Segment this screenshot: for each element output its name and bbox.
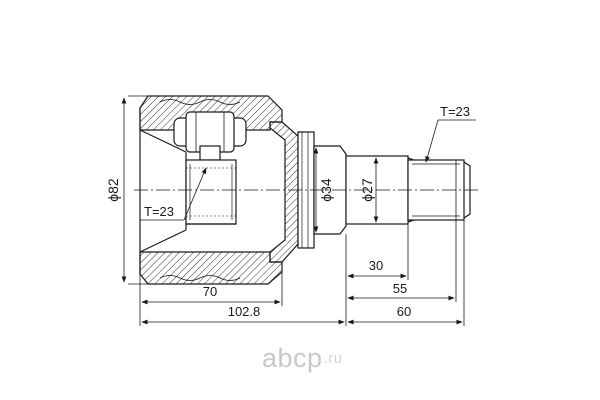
dim-shaft-diameter: ϕ27 [359,178,375,202]
dim-housing-total-length: 102.8 [228,304,261,319]
dim-inner-spline-teeth: T=23 [144,204,174,219]
dim-shaft-mid-length: 55 [393,281,407,296]
dim-shaft-total-length: 60 [397,304,411,319]
housing-end-wall-hatch [269,121,299,263]
dim-outer-spline-teeth: T=23 [440,104,470,119]
dim-spline-length: 30 [369,258,383,273]
dim-inner-length: 70 [203,284,217,299]
watermark-logo: abcp .ru [262,338,392,378]
watermark-brand: abcp [262,342,323,373]
dim-flange-diameter: ϕ34 [318,178,334,202]
watermark-domain: .ru [323,349,343,367]
dimension-lines [121,95,476,326]
housing-bottom-wall-hatch [139,251,283,285]
tripod-spider [173,111,247,225]
dim-housing-diameter: ϕ82 [105,178,121,202]
